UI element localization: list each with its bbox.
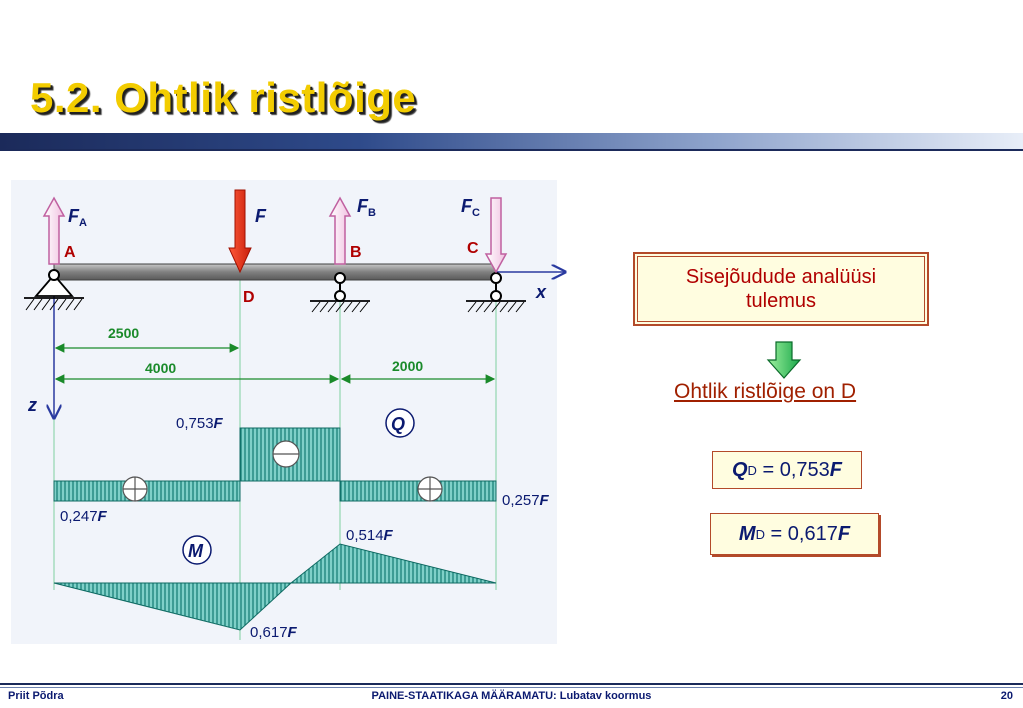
shear-value-0753: 0,753F [176, 415, 224, 432]
title-bar-line [0, 149, 1023, 151]
load-arrow-f [228, 189, 252, 274]
slide-title: 5.2. Ohtlik ristlõige [30, 74, 417, 121]
m-result-value: = 0,617 [770, 522, 838, 545]
q-result-sub: D [747, 462, 757, 478]
q-result-symbol: Q [731, 458, 748, 481]
footer-author: Priit Põdra [8, 690, 64, 702]
plus-sign-left [122, 476, 148, 502]
m-symbol: M [188, 541, 204, 561]
moment-value-0617: 0,617F [250, 624, 298, 641]
footer-line [0, 683, 1023, 685]
footer-course-title: PAINE-STAATIKAGA MÄÄRAMATU: Lubatav koor… [371, 690, 652, 702]
q-result-unit: F [829, 458, 843, 481]
label-point-d: D [243, 289, 255, 306]
label-fa: FA [68, 206, 87, 229]
beam [53, 263, 497, 281]
q-symbol: Q [391, 414, 405, 434]
reaction-arrow-fc [484, 197, 508, 274]
support-c [466, 272, 526, 313]
footer-page-number: 20 [1000, 690, 1013, 702]
moment-diagram [53, 543, 497, 631]
moment-value-0514: 0,514F [346, 527, 394, 544]
label-z: z [27, 395, 37, 415]
shear-value-0247: 0,247F [60, 508, 108, 525]
minus-sign-center [272, 440, 300, 468]
label-fc: FC [461, 196, 480, 219]
label-x: x [535, 282, 547, 302]
title-bar [0, 133, 1023, 149]
footer-line-thin [0, 687, 1023, 688]
dimension-2000: 2000 [392, 358, 423, 374]
critical-section-conclusion: Ohtlik ristlõige on D [674, 380, 857, 403]
label-point-c: C [467, 240, 479, 257]
analysis-result-box: Sisejõudude analüüsi tulemus [633, 252, 929, 326]
label-point-a: A [64, 244, 76, 261]
shear-value-0257: 0,257F [502, 492, 550, 509]
result-arrow-icon [766, 341, 802, 379]
m-result-unit: F [837, 522, 851, 545]
analysis-result-title: Sisejõudude analüüsi tulemus [685, 266, 877, 312]
m-result-sub: D [755, 526, 765, 542]
reaction-arrow-fa [42, 196, 66, 265]
m-result-symbol: M [738, 522, 756, 545]
support-a [24, 269, 84, 311]
diagram-panel [11, 180, 557, 644]
plus-sign-right [417, 476, 443, 502]
q-result-value: = 0,753 [762, 458, 830, 481]
label-point-b: B [350, 244, 362, 261]
dimension-4000: 4000 [145, 360, 176, 376]
label-fb: FB [357, 196, 376, 219]
support-b [310, 272, 370, 313]
m-symbol-circle [182, 535, 212, 565]
q-symbol-circle [385, 408, 415, 438]
reaction-arrow-fb [328, 196, 352, 265]
label-f: F [255, 206, 267, 226]
dimension-2500: 2500 [108, 325, 139, 341]
